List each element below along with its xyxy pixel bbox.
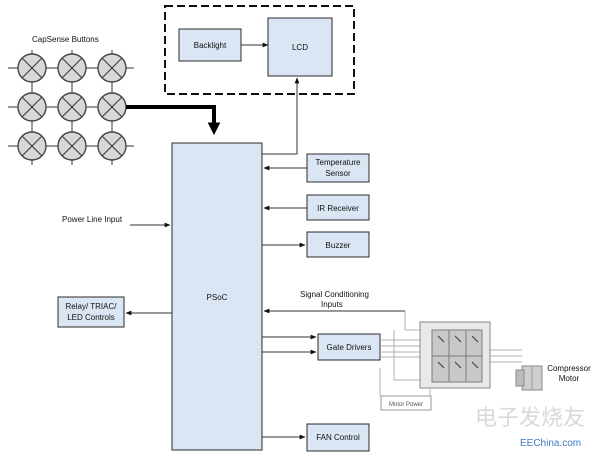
relay-triac-led-block — [57, 296, 125, 328]
gate-drivers-block — [317, 333, 381, 361]
motor-power-label: Motor Power — [389, 402, 423, 408]
psoc-label: PSoC — [207, 293, 228, 302]
signal-conditioning-label-line1: Signal Conditioning — [300, 290, 369, 299]
psoc-block — [171, 142, 263, 451]
capsense-button-icon — [17, 131, 47, 161]
capsense-button-icon — [97, 131, 127, 161]
capsense-button-icon — [17, 92, 47, 122]
backlight-label: Backlight — [194, 41, 227, 50]
lcd-label: LCD — [292, 43, 308, 52]
temperature-sensor-label-line2: Sensor — [325, 169, 351, 178]
psoc-to-lcd-arrow — [262, 77, 300, 155]
capsense-button-icon — [57, 92, 87, 122]
compressor-motor-label-line2: Motor — [559, 374, 580, 383]
buzzer-label: Buzzer — [326, 241, 351, 250]
motor-power-block — [380, 395, 432, 411]
ir-receiver-block — [306, 194, 370, 221]
capsense-button-grid — [17, 53, 127, 161]
capsense-button-icon — [57, 53, 87, 83]
compressor-motor-icon — [515, 365, 543, 391]
watermark-url: EEChina.com — [520, 438, 581, 449]
capsense-button-icon — [97, 92, 127, 122]
signal-conditioning-label-line2: Inputs — [321, 300, 343, 309]
gate-drivers-label: Gate Drivers — [327, 343, 372, 352]
capsense-button-icon — [57, 131, 87, 161]
inverter-bridge — [379, 311, 522, 396]
fan-control-block — [306, 423, 370, 452]
backlight-block — [178, 28, 242, 62]
relay-label-line2: LED Controls — [67, 313, 115, 322]
compressor-motor-label-line1: Compressor — [547, 364, 591, 373]
capsense-bus-arrow — [126, 105, 221, 136]
power-line-input-label: Power Line Input — [62, 215, 123, 224]
ir-receiver-label: IR Receiver — [317, 204, 359, 213]
watermark-logo-text: 电子发烧友 — [475, 406, 585, 431]
capsense-button-icon — [97, 53, 127, 83]
capsense-button-icon — [17, 53, 47, 83]
temperature-sensor-label-line1: Temperature — [316, 158, 361, 167]
fan-control-label: FAN Control — [316, 433, 360, 442]
display-group — [164, 5, 355, 95]
relay-label-line1: Relay/ TRIAC/ — [66, 302, 118, 311]
capsense-title: CapSense Buttons — [32, 35, 99, 44]
lcd-block — [267, 17, 333, 77]
buzzer-block — [306, 231, 370, 258]
